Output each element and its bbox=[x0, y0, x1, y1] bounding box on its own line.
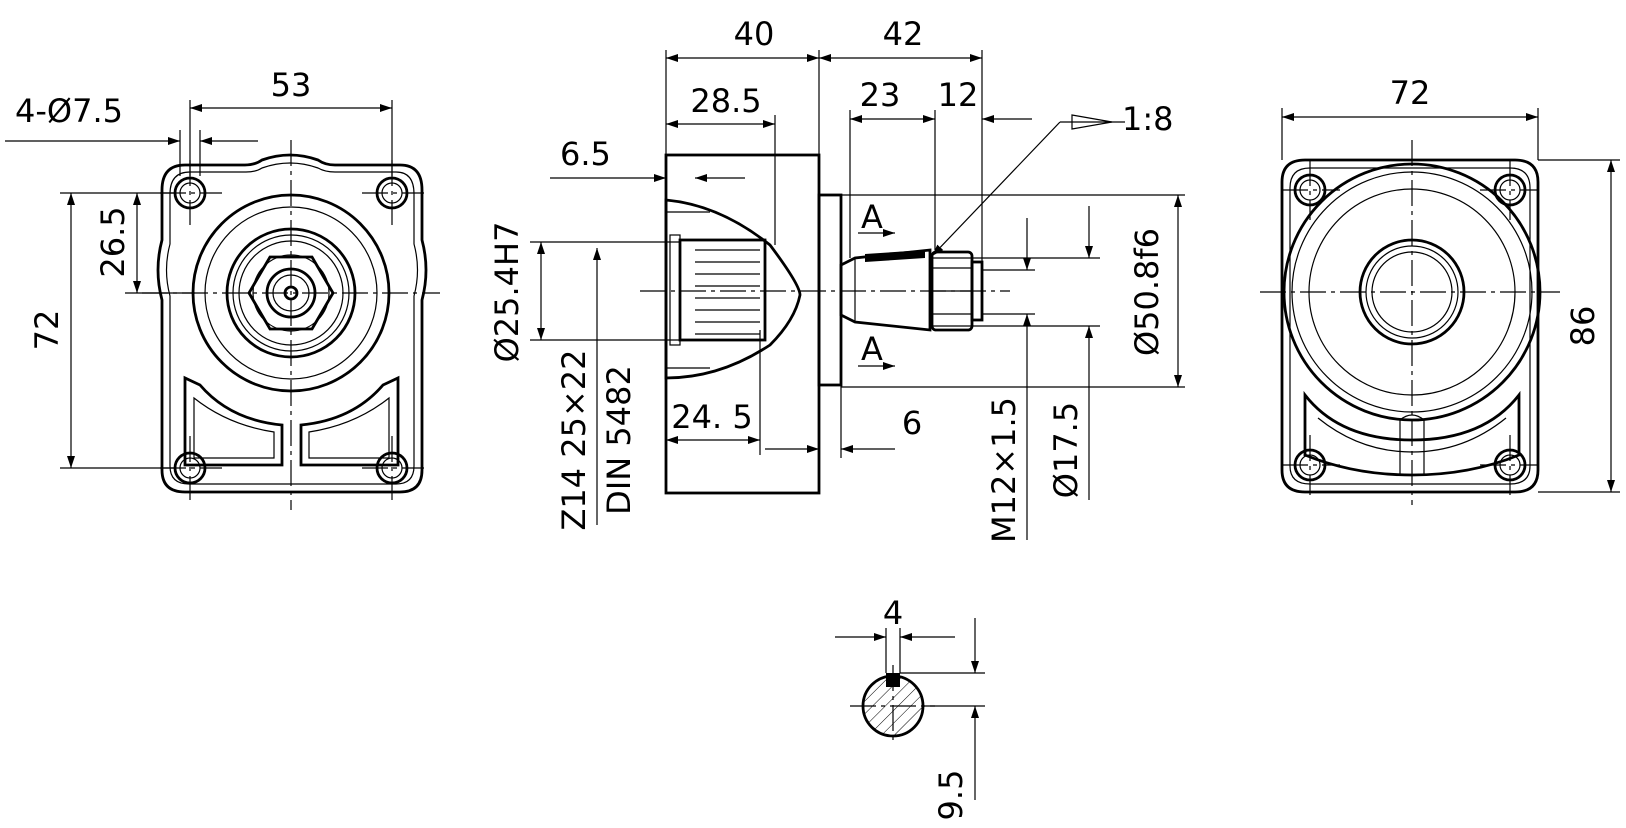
dim-key-width: 4 bbox=[883, 594, 903, 632]
shaft-key bbox=[865, 250, 925, 262]
front-cast-rib-right bbox=[299, 375, 400, 467]
dim-spline-spec: Z14 25×22 bbox=[555, 349, 593, 530]
dim-taper-ratio: 1:8 bbox=[1122, 100, 1174, 138]
side-view: 40 42 28.5 23 12 1:8 6.5 Ø25.4H7 Z14 25×… bbox=[488, 15, 1185, 543]
front-hex-nut bbox=[247, 255, 335, 331]
dim-pilot-diameter: Ø25.4H7 bbox=[488, 222, 526, 363]
section-cutaway bbox=[664, 198, 802, 380]
dim-26-5: 26.5 bbox=[94, 206, 132, 277]
dim-72-front: 72 bbox=[28, 310, 66, 351]
dim-12: 12 bbox=[938, 76, 979, 114]
dim-28-5: 28.5 bbox=[690, 82, 761, 120]
dim-72-rear: 72 bbox=[1390, 74, 1431, 112]
output-shaft bbox=[839, 248, 932, 332]
dim-holes: 4-Ø7.5 bbox=[15, 92, 123, 130]
rear-cast-rib bbox=[1303, 390, 1521, 477]
dim-24-5: 24. 5 bbox=[671, 398, 752, 436]
dim-spline-standard: DIN 5482 bbox=[600, 365, 638, 515]
dim-key-height: 9.5 bbox=[932, 770, 970, 821]
dim-40: 40 bbox=[734, 15, 775, 53]
rear-view: 72 86 bbox=[1260, 74, 1620, 505]
section-label-bottom: A bbox=[861, 330, 883, 368]
front-cast-rib-left bbox=[183, 375, 284, 467]
mounting-flange bbox=[817, 193, 843, 387]
dim-thread: M12×1.5 bbox=[985, 397, 1023, 543]
spline-bushing bbox=[678, 238, 767, 342]
dim-53: 53 bbox=[271, 66, 312, 104]
dim-6: 6 bbox=[902, 404, 922, 442]
spline-teeth bbox=[695, 249, 760, 335]
dim-42: 42 bbox=[883, 15, 924, 53]
pump-body bbox=[664, 153, 821, 495]
front-view: 4-Ø7.5 53 4-Ø7.5 72 26.5 bbox=[5, 66, 440, 510]
dim-86: 86 bbox=[1564, 306, 1602, 347]
dim-23: 23 bbox=[860, 76, 901, 114]
dim-6-5: 6.5 bbox=[560, 135, 611, 173]
dim-shaft-diameter: Ø17.5 bbox=[1047, 402, 1085, 498]
rear-outline bbox=[1280, 158, 1540, 494]
dim-flange-diameter: Ø50.8f6 bbox=[1128, 228, 1166, 356]
section-label-top: A bbox=[861, 198, 883, 236]
section-view: 4 9.5 bbox=[835, 594, 985, 820]
